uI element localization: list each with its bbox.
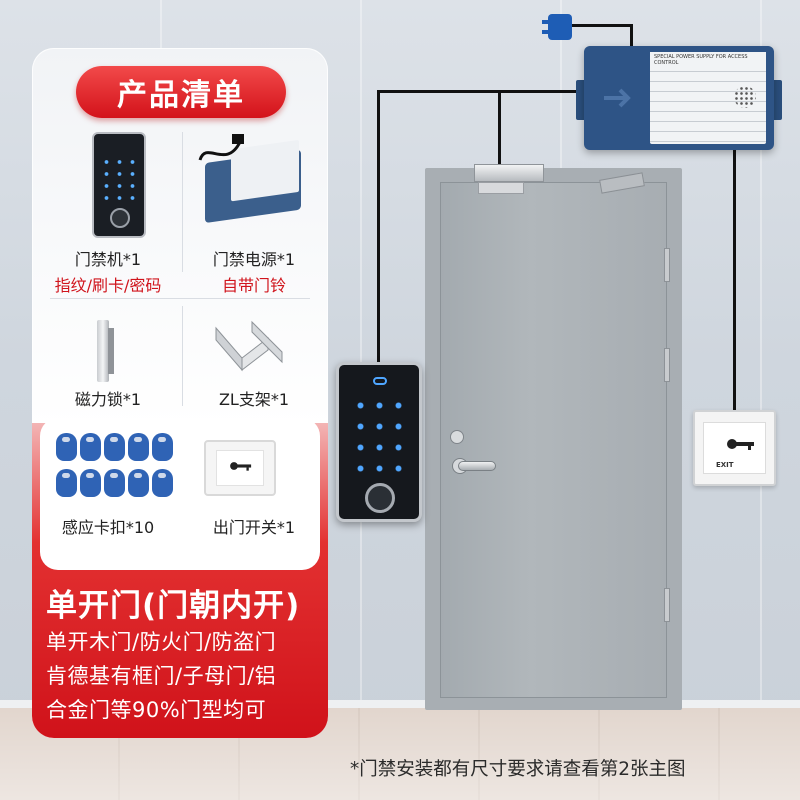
- wire-power: [572, 24, 632, 27]
- zl-bracket-thumbnail: [215, 320, 283, 372]
- keypad-thumbnail: [92, 132, 146, 238]
- item-name-tags: 感应卡扣*10: [61, 518, 155, 537]
- item-name-maglock: 磁力锁*1: [74, 390, 142, 409]
- door-hinge: [664, 248, 670, 282]
- card-sensor-icon: [373, 377, 387, 385]
- wire-keypad: [377, 90, 380, 362]
- psu-arrow-icon: [604, 88, 631, 108]
- exit-button: EXIT: [693, 410, 776, 486]
- wire-power-drop: [630, 24, 633, 48]
- door-type-line: 合金门等90%门型均可: [46, 698, 267, 722]
- door-keyhole: [450, 430, 464, 444]
- keypad-keys: [351, 395, 409, 481]
- door-panel: [440, 182, 667, 698]
- power-cord-icon: [198, 134, 244, 161]
- maglock-thumbnail: [97, 320, 109, 382]
- grid-divider: [182, 306, 183, 406]
- wall-seam: [360, 0, 362, 700]
- rfid-tag: [56, 469, 77, 497]
- item-sub-keypad: 指纹/刷卡/密码: [54, 276, 162, 295]
- power-supply: SPECIAL POWER SUPPLY FOR ACCESS CONTROL: [576, 46, 782, 150]
- product-list-title: 产品清单: [76, 66, 286, 118]
- keypad-keys: [100, 156, 140, 204]
- exit-switch-face: [216, 450, 264, 486]
- rfid-tag: [104, 469, 125, 497]
- rfid-tag: [128, 433, 149, 461]
- rfid-tag: [152, 469, 173, 497]
- lock-bracket: [478, 182, 524, 194]
- baseboard: [0, 700, 800, 708]
- rfid-tag: [56, 433, 77, 461]
- grid-divider: [50, 298, 310, 299]
- wire-exit: [733, 148, 736, 410]
- door-hinge: [664, 588, 670, 622]
- maglock-plate: [108, 328, 114, 374]
- footnote: *门禁安装都有尺寸要求请查看第2张主图: [350, 759, 686, 780]
- wire-keypad-top: [377, 90, 585, 93]
- exit-label: EXIT: [716, 461, 734, 469]
- door-type-line: 单开木门/防火门/防盗门: [46, 630, 277, 654]
- grid-divider: [182, 132, 183, 272]
- key-icon: [230, 462, 252, 471]
- door-type-title: 单开门(门朝内开): [46, 588, 301, 624]
- psu-speaker: [734, 86, 756, 108]
- access-keypad: [336, 362, 422, 522]
- exit-switch-thumbnail: [204, 440, 276, 496]
- item-name-psu: 门禁电源*1: [212, 250, 296, 269]
- fingerprint-icon: [365, 483, 395, 513]
- key-icon: [727, 439, 754, 450]
- power-plug-icon: [542, 14, 572, 40]
- door-type-line: 肯德基有框门/子母门/铝: [46, 664, 277, 688]
- rfid-tag: [104, 433, 125, 461]
- exit-button-face: EXIT: [703, 422, 766, 474]
- wire-lock: [498, 93, 501, 165]
- rfid-tag: [152, 433, 173, 461]
- item-name-keypad: 门禁机*1: [74, 250, 142, 269]
- magnetic-lock: [474, 164, 544, 182]
- item-name-exit: 出门开关*1: [212, 518, 296, 537]
- wall-seam: [760, 0, 762, 700]
- door-handle: [458, 461, 496, 471]
- rfid-tag: [80, 469, 101, 497]
- fingerprint-icon: [110, 208, 130, 228]
- rfid-tag: [80, 433, 101, 461]
- rfid-tag: [128, 469, 149, 497]
- item-sub-psu: 自带门铃: [221, 276, 286, 295]
- psu-label-title: SPECIAL POWER SUPPLY FOR ACCESS CONTROL: [650, 52, 766, 69]
- item-name-bracket: ZL支架*1: [218, 390, 290, 409]
- door-hinge: [664, 348, 670, 382]
